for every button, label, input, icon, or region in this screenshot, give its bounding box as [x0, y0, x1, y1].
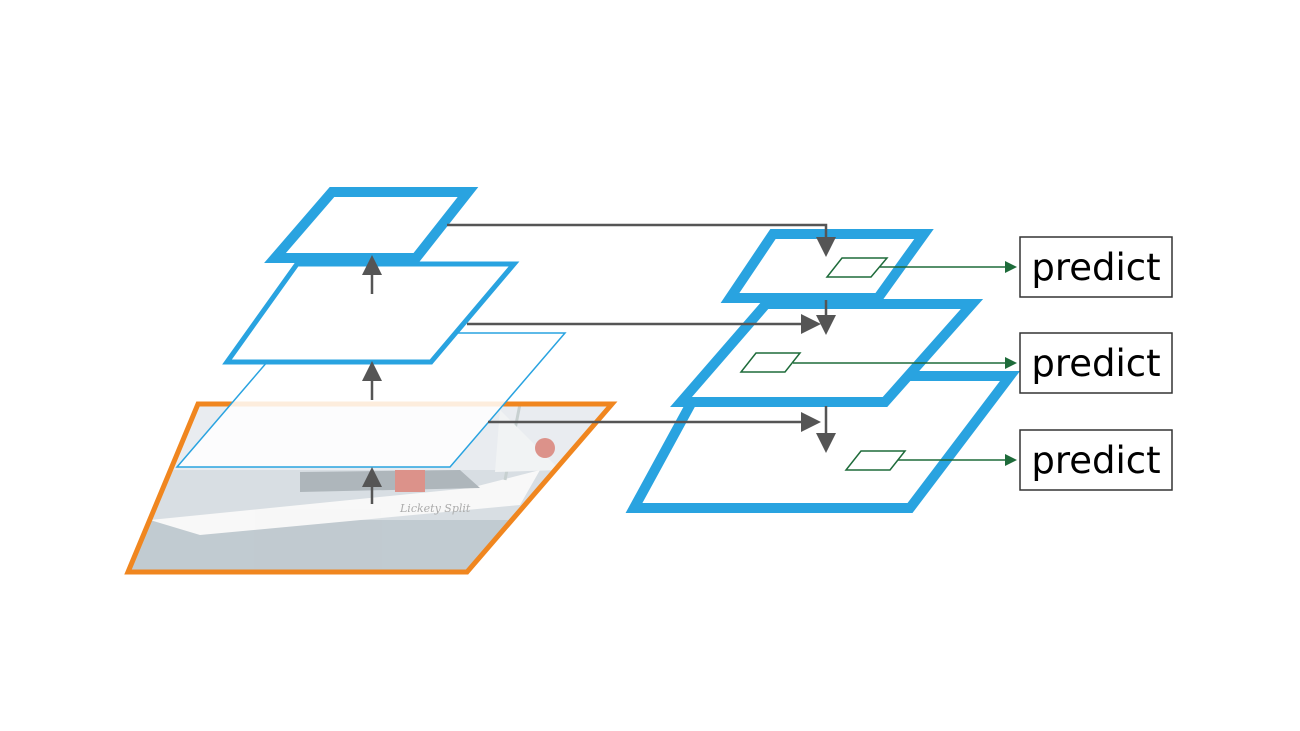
- anchor-box-middle: [739, 352, 802, 373]
- predict-box-bottom: predict: [1019, 429, 1173, 491]
- predict-label: predict: [1031, 246, 1160, 289]
- predict-box-top: predict: [1019, 236, 1173, 298]
- predict-label: predict: [1031, 439, 1160, 482]
- predict-box-middle: predict: [1019, 332, 1173, 394]
- anchor-box-top: [825, 257, 889, 278]
- bottom-up-level-2: [222, 261, 520, 365]
- top-down-level-top: [720, 229, 934, 303]
- lateral-arrow-top: [447, 223, 836, 257]
- bottom-up-level-3: [264, 187, 479, 263]
- top-down-level-middle: [670, 299, 984, 407]
- boat-name-label: Lickety Split: [399, 502, 471, 515]
- predict-label: predict: [1031, 342, 1160, 385]
- anchor-box-bottom: [844, 450, 907, 471]
